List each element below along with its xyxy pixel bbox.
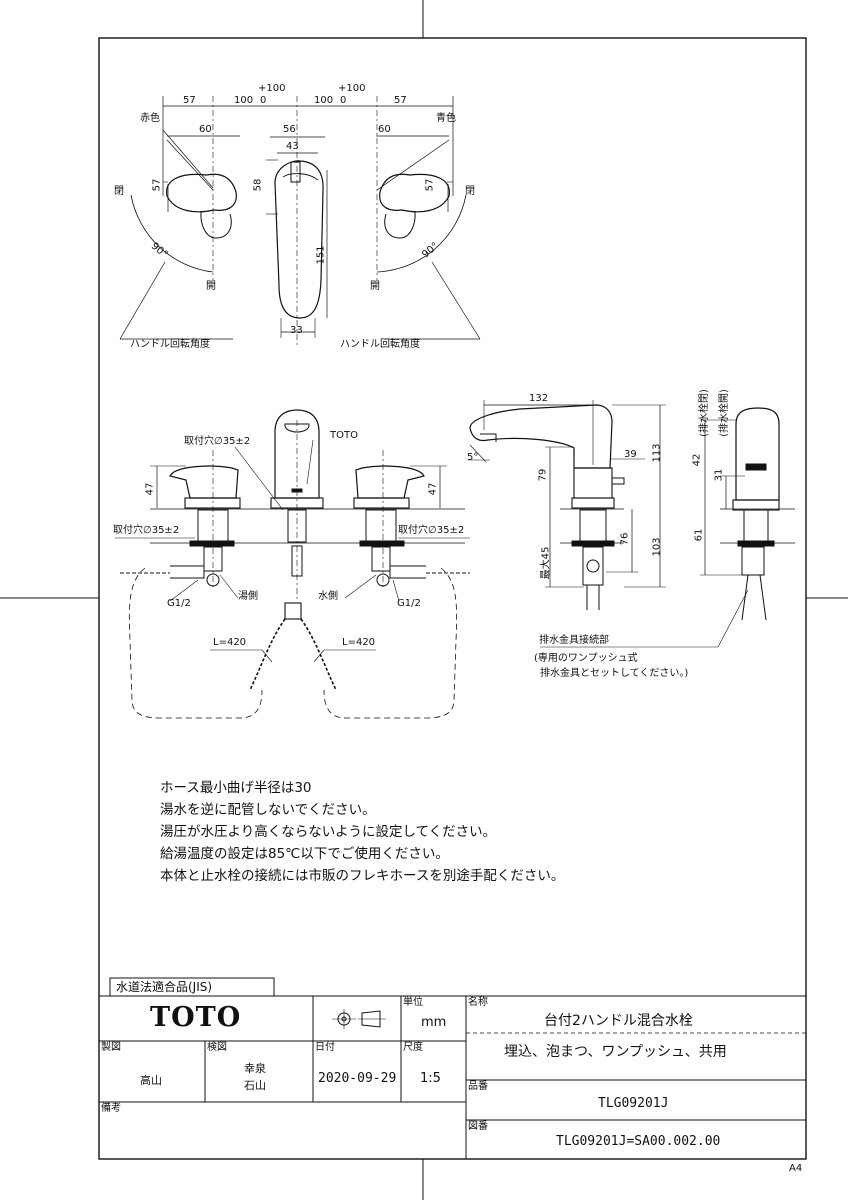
scale-value: 1:5	[420, 1071, 441, 1086]
left-closed-label: 閉	[114, 186, 124, 197]
dim-spout-width-43: 43	[286, 141, 299, 152]
cold-side-label: 水側	[318, 591, 338, 602]
drain-note-line1: (専用のワンプッシュ式	[534, 653, 638, 664]
left-open-label: 開	[206, 281, 216, 292]
dim-right-handle-height: 57	[424, 178, 436, 192]
dim-plus100-left: +100	[258, 83, 286, 94]
left-rotation-caption: ハンドル回転角度	[130, 339, 210, 350]
dim-plus100-right: +100	[338, 83, 366, 94]
drawing-no-label: 図番	[468, 1121, 488, 1132]
right-closed-label: 閉	[465, 186, 475, 197]
thread-left-label: G1/2	[167, 598, 191, 609]
dim-132: 132	[529, 393, 549, 404]
dim-spout-base-33: 33	[290, 325, 303, 336]
name-label: 名称	[468, 997, 488, 1008]
note-5: 本体と止水栓の接続には市販のフレキホースを別途手配ください。	[160, 868, 565, 884]
checked-by-2: 石山	[244, 1079, 266, 1092]
dim-57-left: 57	[183, 95, 196, 106]
dim-47-left: 47	[144, 482, 156, 496]
dim-left-handle-height: 57	[151, 178, 163, 192]
checked-label: 検図	[207, 1042, 227, 1053]
drain-note-line2: 排水金具とセットしてください。)	[540, 668, 689, 679]
mount-hole-left-label: 取付穴∅35±2	[113, 525, 180, 536]
product-name-line2: 埋込、泡まつ、ワンプッシュ、共用	[504, 1044, 727, 1060]
dim-left-handle-width: 60	[199, 124, 212, 135]
unit-label: 単位	[403, 997, 423, 1008]
dim-39: 39	[624, 449, 637, 460]
toto-logo: TOTO	[150, 1002, 242, 1033]
note-4: 給湯温度の設定は85℃以下でご使用ください。	[160, 846, 449, 862]
dim-103: 103	[651, 537, 663, 557]
dim-42-note: (排水栓閉)	[698, 389, 710, 437]
dim-spout-height-58: 58	[252, 178, 264, 192]
date-value: 2020-09-29	[318, 1071, 397, 1086]
dim-113: 113	[651, 443, 663, 463]
product-no-label: 品番	[468, 1081, 488, 1092]
dim-42: 42	[691, 453, 703, 467]
unit-value: mm	[421, 1015, 447, 1030]
drawn-by: 高山	[140, 1074, 162, 1087]
dim-47-right: 47	[427, 482, 439, 496]
mount-hole-top-label: 取付穴∅35±2	[184, 436, 251, 447]
dim-right-handle-width: 60	[378, 124, 391, 135]
dim-0-left: 0	[260, 95, 267, 106]
note-1: ホース最小曲げ半径は30	[160, 780, 312, 796]
drawn-label: 製図	[101, 1042, 121, 1053]
dim-0-right: 0	[340, 95, 347, 106]
hose-left-length: L=420	[213, 637, 247, 648]
dim-max45: 最大45	[540, 546, 552, 580]
dim-61: 61	[693, 528, 705, 542]
dim-spout-width-56: 56	[283, 124, 296, 135]
remarks-label: 備考	[101, 1103, 121, 1114]
brand-mark-label: TOTO	[330, 430, 358, 441]
product-name-line1: 台付2ハンドル混合水栓	[544, 1013, 693, 1029]
hot-side-label: 湯側	[238, 591, 258, 602]
product-no-value: TLG09201J	[598, 1096, 669, 1111]
drawing-no-value: TLG09201J=SA00.002.00	[556, 1134, 721, 1149]
checked-by-1: 幸泉	[244, 1062, 266, 1075]
right-rotation-caption: ハンドル回転角度	[340, 339, 420, 350]
mount-hole-right-label: 取付穴∅35±2	[398, 525, 465, 536]
paper-size: A4	[789, 1163, 803, 1174]
dim-100-left: 100	[234, 95, 254, 106]
drain-connection-label: 排水金具接続部	[539, 635, 609, 646]
blue-label: 青色	[436, 113, 456, 124]
dim-31-note: (排水栓開)	[718, 389, 730, 437]
thread-right-label: G1/2	[397, 598, 421, 609]
date-label: 日付	[315, 1042, 335, 1053]
right-open-label: 開	[370, 281, 380, 292]
scale-label: 尺度	[403, 1042, 423, 1053]
dim-79: 79	[537, 468, 549, 482]
jis-certification: 水道法適合品(JIS)	[116, 980, 213, 994]
red-label: 赤色	[140, 113, 160, 124]
dim-57-right: 57	[394, 95, 407, 106]
hose-right-length: L=420	[342, 637, 376, 648]
dim-76: 76	[619, 532, 631, 546]
dim-100-right: 100	[314, 95, 334, 106]
dim-5deg: 5°	[467, 452, 479, 463]
dim-31: 31	[713, 468, 725, 482]
dim-spout-height-151: 151	[315, 245, 327, 265]
note-3: 湯圧が水圧より高くならないように設定してください。	[160, 824, 497, 840]
note-2: 湯水を逆に配管しないでください。	[160, 802, 376, 818]
